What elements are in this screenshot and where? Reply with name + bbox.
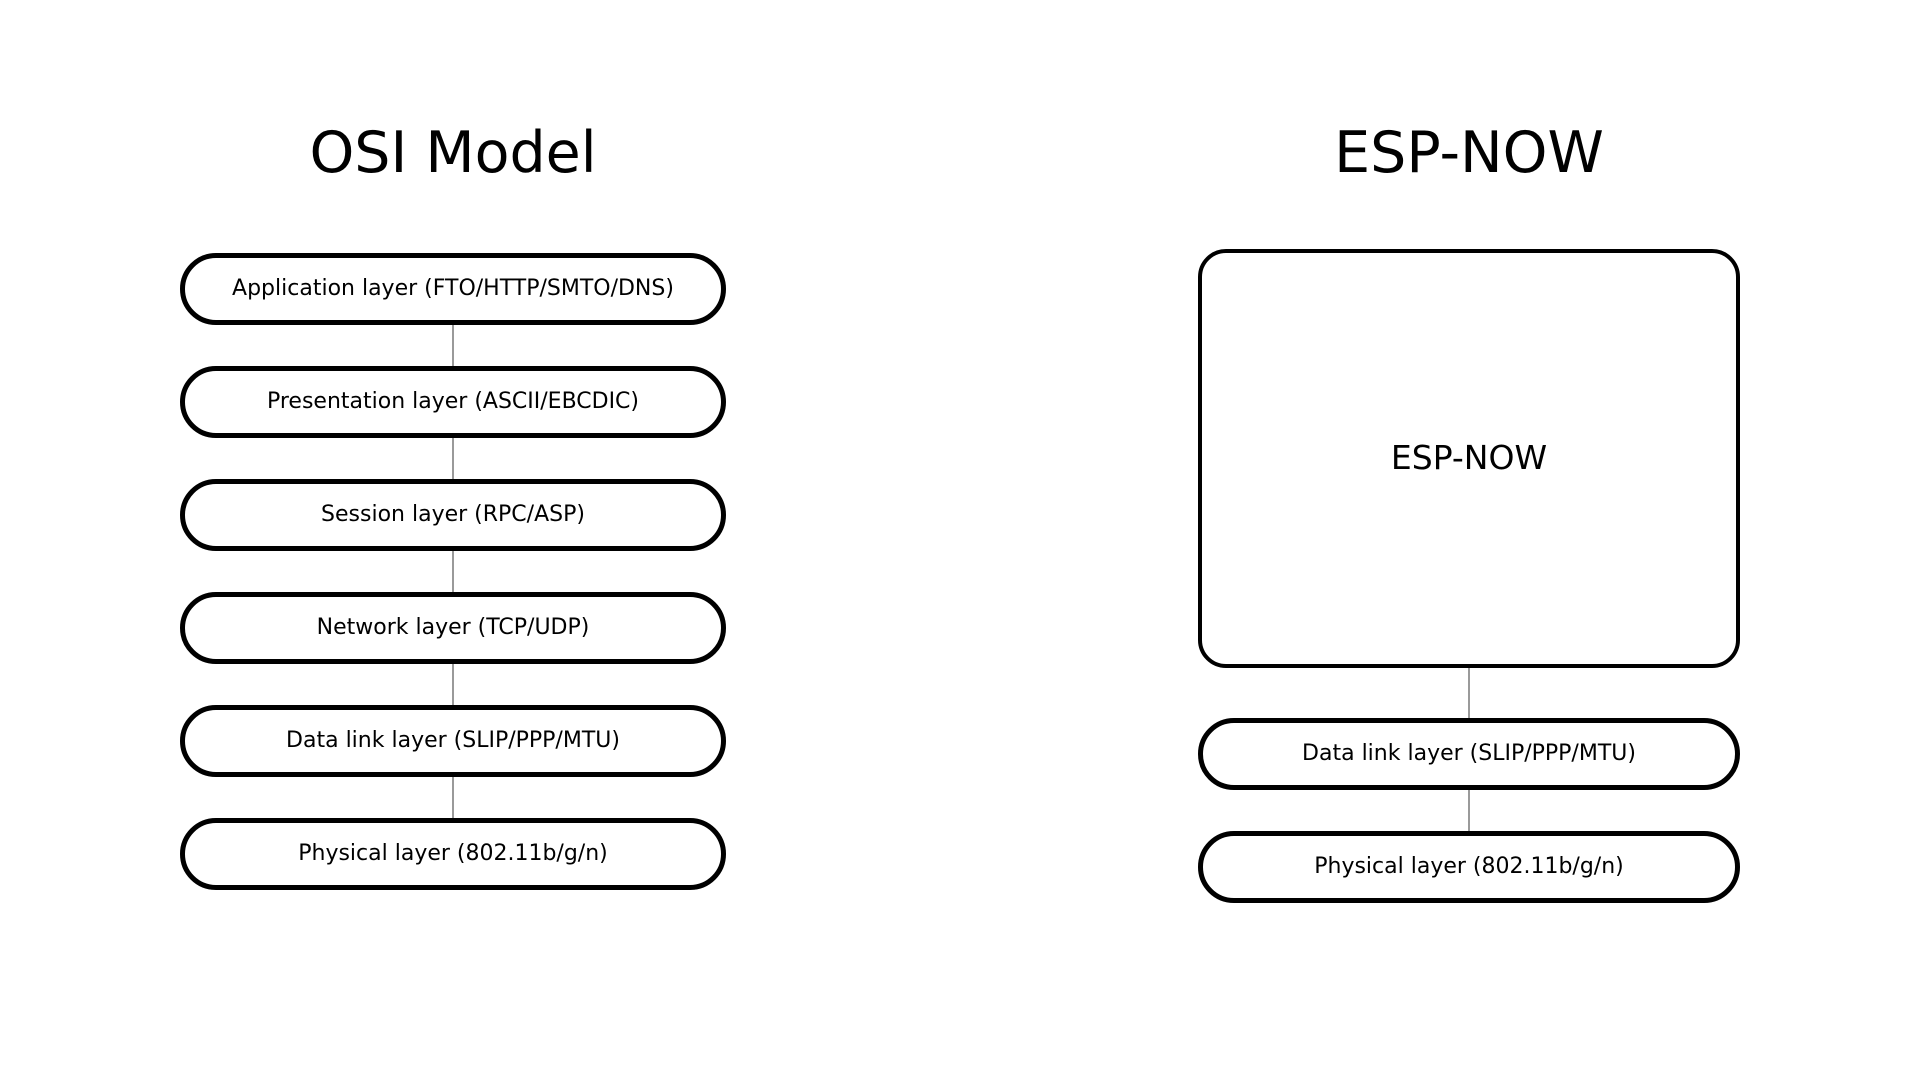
osi-layer-network[interactable]: Network layer (TCP/UDP) — [180, 592, 726, 664]
osi-layer-application[interactable]: Application layer (FTO/HTTP/SMTO/DNS) — [180, 253, 726, 325]
page-title-esp-now: ESP-NOW — [1334, 120, 1604, 186]
espnow-layer-physical-label: Physical layer (802.11b/g/n) — [1314, 853, 1624, 879]
osi-layer-session[interactable]: Session layer (RPC/ASP) — [180, 479, 726, 551]
page-title-osi-model: OSI Model — [309, 120, 597, 186]
osi-layer-data-link-label: Data link layer (SLIP/PPP/MTU) — [286, 727, 620, 753]
osi-layer-application-label: Application layer (FTO/HTTP/SMTO/DNS) — [232, 275, 674, 301]
connector-osi-3-4 — [452, 546, 454, 598]
osi-layer-data-link[interactable]: Data link layer (SLIP/PPP/MTU) — [180, 705, 726, 777]
osi-layer-presentation-label: Presentation layer (ASCII/EBCDIC) — [266, 388, 640, 414]
espnow-layer-physical[interactable]: Physical layer (802.11b/g/n) — [1198, 831, 1740, 903]
esp-now-stack-box[interactable]: ESP-NOW — [1198, 249, 1740, 668]
connector-osi-2-3 — [452, 433, 454, 485]
osi-layer-session-label: Session layer (RPC/ASP) — [321, 501, 585, 527]
osi-layer-physical[interactable]: Physical layer (802.11b/g/n) — [180, 818, 726, 890]
osi-layer-network-label: Network layer (TCP/UDP) — [316, 614, 590, 640]
osi-layer-presentation[interactable]: Presentation layer (ASCII/EBCDIC) — [180, 366, 726, 438]
osi-layer-physical-label: Physical layer (802.11b/g/n) — [298, 840, 608, 866]
espnow-layer-data-link[interactable]: Data link layer (SLIP/PPP/MTU) — [1198, 718, 1740, 790]
connector-espnow-stack-datalink — [1468, 664, 1470, 719]
esp-now-stack-label: ESP-NOW — [1390, 438, 1548, 478]
espnow-layer-data-link-label: Data link layer (SLIP/PPP/MTU) — [1302, 740, 1636, 766]
connector-espnow-datalink-physical — [1468, 785, 1470, 837]
connector-osi-1-2 — [452, 320, 454, 372]
connector-osi-4-5 — [452, 659, 454, 711]
connector-osi-5-6 — [452, 772, 454, 824]
